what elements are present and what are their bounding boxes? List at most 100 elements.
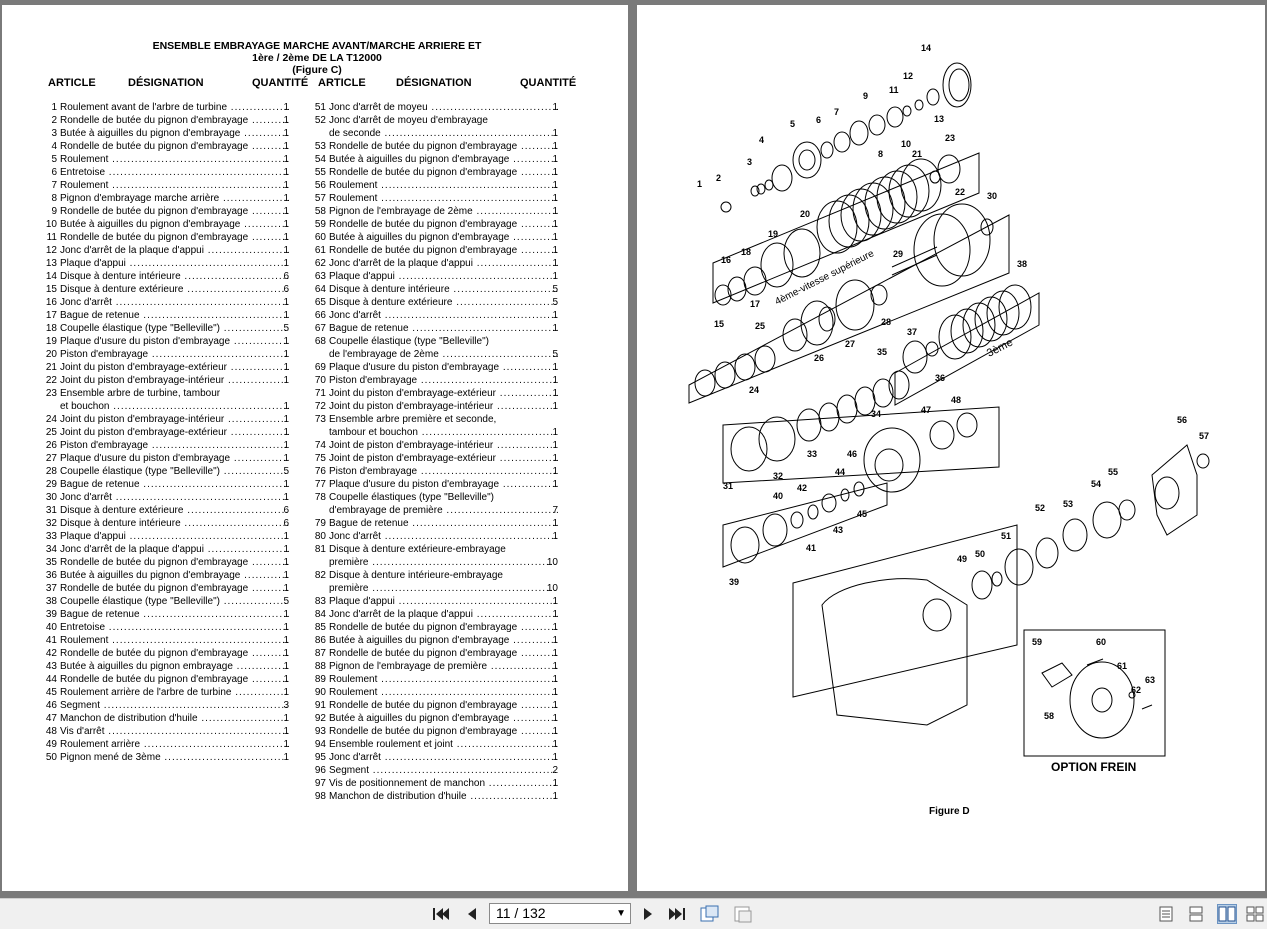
continuous-icon[interactable] bbox=[1186, 904, 1206, 924]
quantity: 10 bbox=[546, 583, 558, 594]
article-number: 57 bbox=[314, 193, 326, 204]
designation-line1: Roulement ..............................… bbox=[60, 635, 289, 646]
quantity: 1 bbox=[552, 739, 558, 750]
dot-leader: ........................................… bbox=[499, 388, 558, 399]
svg-text:58: 58 bbox=[1044, 711, 1054, 721]
dot-leader: ........................................… bbox=[497, 440, 558, 451]
quantity: 1 bbox=[283, 141, 289, 152]
dot-leader: ........................................… bbox=[456, 739, 558, 750]
designation-line1: Bague de retenue .......................… bbox=[60, 310, 289, 321]
dot-leader: ........................................… bbox=[372, 765, 558, 776]
next-page-icon[interactable] bbox=[637, 903, 659, 925]
facing-icon[interactable] bbox=[1217, 904, 1237, 924]
first-page-icon[interactable] bbox=[430, 903, 452, 925]
designation: Rondelle de butée du pignon d'embrayage … bbox=[60, 205, 289, 218]
article-number: 73 bbox=[314, 414, 326, 425]
designation: Plaque d'usure du piston d'embrayage ...… bbox=[60, 452, 289, 465]
dot-leader: ........................................… bbox=[384, 531, 558, 542]
designation: Rondelle de butée du pignon d'embrayage … bbox=[60, 231, 289, 244]
dot-leader: ........................................… bbox=[201, 713, 289, 724]
quantity: 1 bbox=[552, 791, 558, 802]
designation-line2: et bouchon .............................… bbox=[60, 400, 289, 413]
svg-text:35: 35 bbox=[877, 347, 887, 357]
designation-line1: Rondelle de butée du pignon d'embrayage … bbox=[60, 583, 289, 594]
designation: Jonc d'arrêt de la plaque d'appui ......… bbox=[60, 244, 289, 257]
designation: Joint du piston d'embrayage-intérieur ..… bbox=[60, 374, 289, 387]
dot-leader: ........................................… bbox=[381, 687, 558, 698]
quantity: 1 bbox=[552, 661, 558, 672]
dot-leader: ........................................… bbox=[398, 596, 558, 607]
designation-line1: Ensemble roulement et joint ............… bbox=[329, 739, 558, 750]
svg-text:17: 17 bbox=[750, 299, 760, 309]
svg-text:1: 1 bbox=[697, 179, 702, 189]
article-number: 75 bbox=[314, 453, 326, 464]
article-number: 87 bbox=[314, 648, 326, 659]
designation-line1: Coupelle élastique (type "Belleville") bbox=[329, 336, 489, 347]
dot-leader: ........................................… bbox=[251, 115, 289, 126]
article-number: 3 bbox=[51, 128, 57, 139]
quantity: 1 bbox=[552, 713, 558, 724]
single-page-icon[interactable] bbox=[1156, 904, 1176, 924]
designation: Vis de positionnement de manchon .......… bbox=[329, 777, 558, 790]
chevron-down-icon[interactable]: ▼ bbox=[616, 908, 626, 919]
dot-leader: ........................................… bbox=[520, 726, 558, 737]
designation-line1: Ensemble arbre première et seconde, bbox=[329, 414, 497, 425]
prev-page-icon[interactable] bbox=[461, 903, 483, 925]
svg-text:55: 55 bbox=[1108, 467, 1118, 477]
article-number: 11 bbox=[46, 232, 57, 243]
designation-line2: première ...............................… bbox=[329, 556, 558, 569]
dot-leader: ........................................… bbox=[143, 479, 289, 490]
rotate-icon[interactable] bbox=[699, 903, 721, 925]
dot-leader: ........................................… bbox=[502, 362, 558, 373]
dot-leader: ........................................… bbox=[108, 726, 289, 737]
designation-line1: Piston d'embrayage .....................… bbox=[329, 375, 558, 386]
quantity: 1 bbox=[552, 102, 558, 113]
quantity: 5 bbox=[552, 284, 558, 295]
designation: Butée à aiguilles du pignon d'embrayage … bbox=[60, 127, 289, 140]
designation: Plaque d'usure du piston d'embrayage ...… bbox=[329, 478, 558, 491]
quantity: 1 bbox=[283, 739, 289, 750]
dot-leader: ........................................… bbox=[384, 310, 558, 321]
quantity: 1 bbox=[283, 440, 289, 451]
designation-line1: Jonc d'arrêt de moyeu ..................… bbox=[329, 102, 558, 113]
svg-text:24: 24 bbox=[749, 385, 759, 395]
dot-leader: ........................................… bbox=[151, 349, 289, 360]
dot-leader: ........................................… bbox=[187, 284, 289, 295]
svg-text:39: 39 bbox=[729, 577, 739, 587]
designation: Bague de retenue .......................… bbox=[329, 322, 558, 335]
page-number-field[interactable]: 11 / 132 ▼ bbox=[489, 903, 631, 924]
quantity: 1 bbox=[552, 245, 558, 256]
quantity: 1 bbox=[283, 128, 289, 139]
svg-text:2: 2 bbox=[716, 173, 721, 183]
article-number: 34 bbox=[45, 544, 57, 555]
designation-line1: Jonc d'arrêt de la plaque d'appui ......… bbox=[60, 245, 289, 256]
designation: Plaque d'usure du piston d'embrayage ...… bbox=[60, 335, 289, 348]
svg-text:8: 8 bbox=[878, 149, 883, 159]
quantity: 1 bbox=[552, 206, 558, 217]
quantity: 1 bbox=[552, 440, 558, 451]
dot-leader: ........................................… bbox=[513, 232, 558, 243]
quantity: 1 bbox=[283, 453, 289, 464]
fit-icon[interactable] bbox=[732, 903, 754, 925]
last-page-icon[interactable] bbox=[666, 903, 688, 925]
quantity: 1 bbox=[283, 479, 289, 490]
article-number: 8 bbox=[51, 193, 57, 204]
quantity: 1 bbox=[283, 310, 289, 321]
quantity: 1 bbox=[552, 479, 558, 490]
designation: Joint du piston d'embrayage-extérieur ..… bbox=[60, 361, 289, 374]
continuous-facing-icon[interactable] bbox=[1245, 904, 1265, 924]
